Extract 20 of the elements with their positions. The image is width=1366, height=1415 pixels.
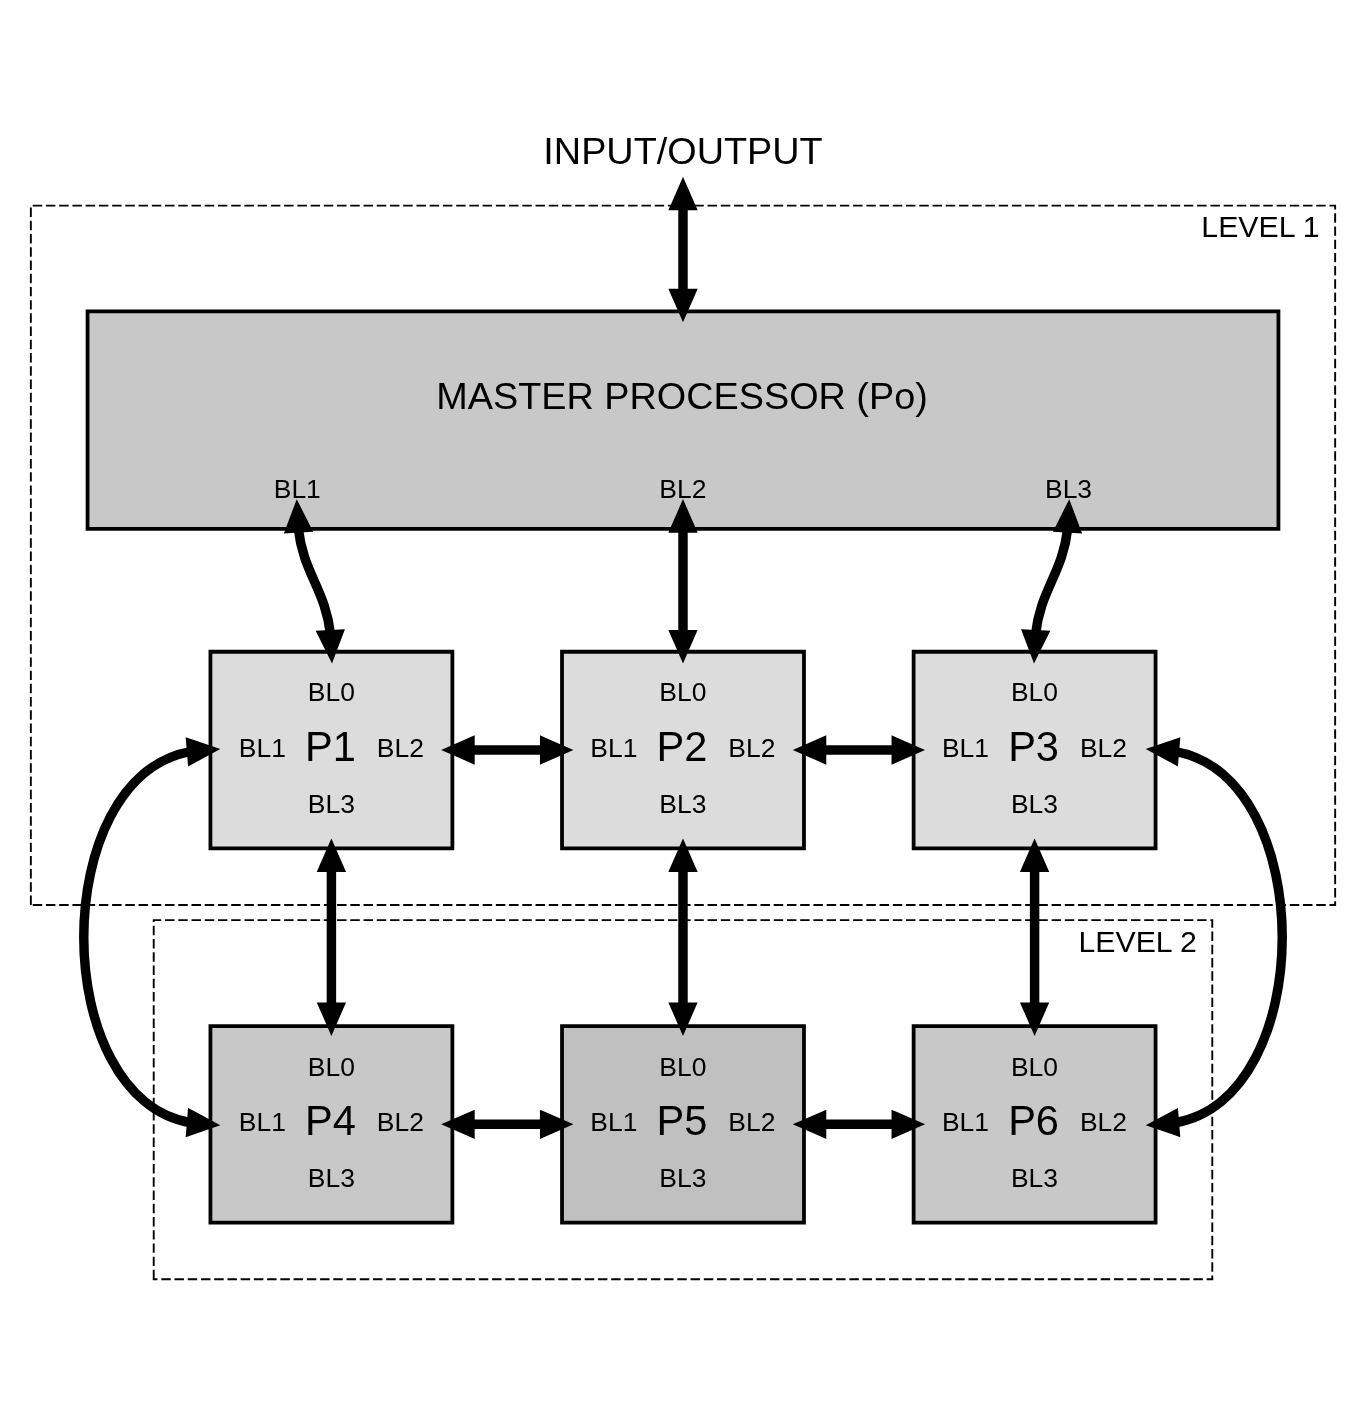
node-box: BL0 BL1 P1 BL2 BL3 (208, 649, 455, 851)
node-box: BL0 BL1 P2 BL2 BL3 (560, 649, 806, 851)
arrow (792, 1109, 926, 1139)
arrow (283, 499, 345, 664)
arrow (1019, 838, 1050, 1036)
arrow (441, 735, 574, 765)
arrow (316, 838, 347, 1036)
node-box: BL0 BL1 P6 BL2 BL3 (911, 1024, 1158, 1225)
arrow (79, 737, 221, 1138)
arrow (668, 499, 698, 664)
arrow (668, 176, 698, 323)
arrow (1145, 737, 1287, 1138)
arrow (792, 735, 926, 765)
arrow (1021, 499, 1083, 664)
arrow (441, 1109, 574, 1139)
node-box: BL0 BL1 P4 BL2 BL3 (208, 1024, 455, 1225)
arrow (668, 838, 698, 1036)
node-box: BL0 BL1 P5 BL2 BL3 (560, 1024, 806, 1225)
node-text: INPUT/OUTPUT (543, 130, 823, 173)
node-box: BL0 BL1 P3 BL2 BL3 (911, 649, 1158, 851)
